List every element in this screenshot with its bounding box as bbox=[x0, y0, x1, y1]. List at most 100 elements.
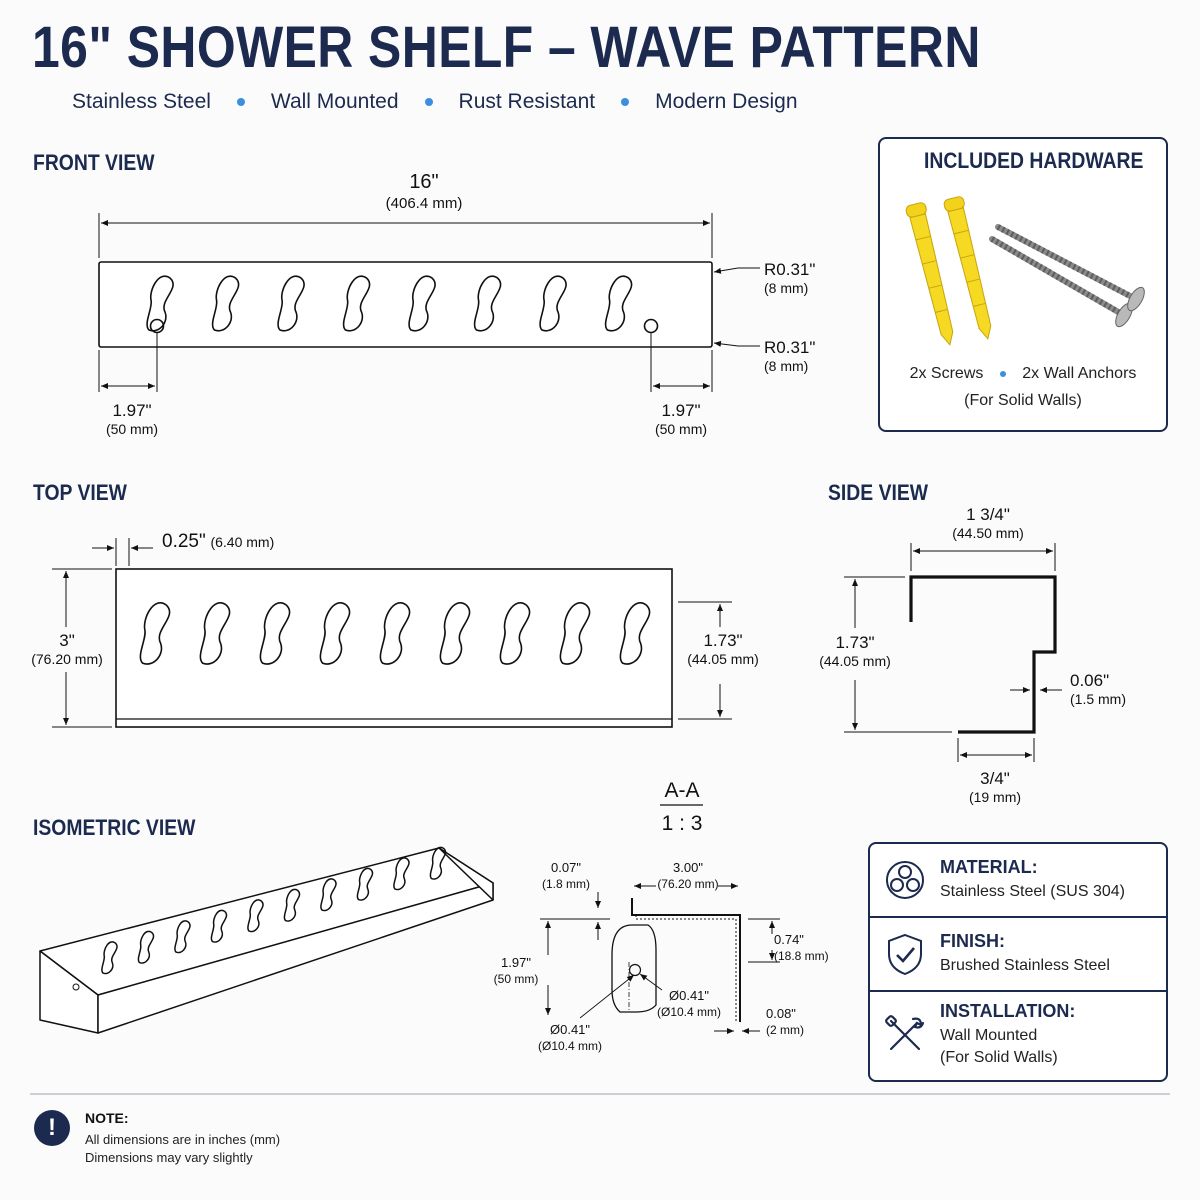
spec-heading: FINISH: bbox=[940, 931, 1005, 952]
section-hole-b-label: Ø0.41"(Ø10.4 mm) bbox=[537, 1022, 602, 1053]
hardware-heading: INCLUDED HARDWARE bbox=[924, 148, 1144, 173]
wave-slot bbox=[259, 602, 291, 665]
wave-slot bbox=[619, 602, 651, 665]
wave-slot bbox=[539, 275, 567, 332]
front-radius-bottom-label: R0.31" (8 mm) bbox=[764, 338, 816, 375]
front-right-offset-label: 1.97" (50 mm) bbox=[654, 401, 708, 438]
front-wave-slots bbox=[146, 275, 633, 332]
top-view-drawing bbox=[52, 538, 732, 728]
specs-panel: MATERIAL: Stainless Steel (SUS 304) FINI… bbox=[868, 842, 1168, 1082]
hardware-contents: 2x Screws 2x Wall Anchors bbox=[880, 365, 1166, 383]
section-hole-a-label: Ø0.41"(Ø10.4 mm) bbox=[656, 988, 721, 1019]
wall-anchor-icon bbox=[943, 196, 992, 340]
spec-row-finish: FINISH: Brushed Stainless Steel bbox=[870, 918, 1166, 992]
feature-item: Rust Resistant bbox=[458, 90, 596, 113]
wave-slot bbox=[211, 275, 240, 332]
hardware-illustration bbox=[905, 196, 1145, 346]
top-wave-slots bbox=[139, 602, 651, 665]
spec-heading: INSTALLATION: bbox=[940, 1001, 1076, 1022]
top-thickness-label: 0.25" (6.40 mm) bbox=[162, 531, 275, 552]
section-depth-label: 3.00"(76.20 mm) bbox=[657, 860, 719, 891]
iso-wave-slots bbox=[101, 846, 447, 975]
section-t1-label: 0.07"(1.8 mm) bbox=[542, 860, 590, 891]
wave-slot bbox=[137, 930, 155, 964]
wave-slot bbox=[247, 899, 264, 933]
note-line: All dimensions are in inches (mm) bbox=[85, 1132, 281, 1147]
note-heading: NOTE: bbox=[85, 1110, 129, 1126]
wave-slot bbox=[356, 867, 374, 901]
section-label: A-A bbox=[664, 779, 700, 802]
wave-slot bbox=[283, 888, 301, 922]
isometric-view-drawing bbox=[39, 846, 494, 1034]
section-t2-label: 0.08"(2 mm) bbox=[766, 1006, 804, 1037]
side-view-heading: SIDE VIEW bbox=[828, 480, 929, 505]
hardware-panel: INCLUDED HARDWARE 2x Screws 2x Wall Anch… bbox=[878, 137, 1168, 432]
section-aa-drawing bbox=[540, 804, 780, 1034]
wave-slot bbox=[174, 920, 191, 954]
wave-slot bbox=[101, 941, 118, 975]
note-line: Dimensions may vary slightly bbox=[85, 1150, 253, 1165]
spec-row-material: MATERIAL: Stainless Steel (SUS 304) bbox=[870, 844, 1166, 918]
page-title: 16" SHOWER SHELF – WAVE PATTERN bbox=[32, 15, 981, 80]
top-depth-label: 3" (76.20 mm) bbox=[31, 631, 103, 668]
screw-icon bbox=[995, 224, 1145, 312]
side-thickness-label: 0.06" (1.5 mm) bbox=[1070, 671, 1126, 708]
wave-slot bbox=[319, 602, 351, 665]
wave-slot bbox=[199, 602, 231, 665]
front-left-offset-label: 1.97" (50 mm) bbox=[105, 401, 159, 438]
bullet-dot bbox=[424, 98, 433, 106]
wave-slot bbox=[320, 878, 337, 912]
tools-icon bbox=[870, 1013, 940, 1057]
bullet-dot bbox=[999, 370, 1006, 377]
wave-slot bbox=[559, 602, 591, 665]
spec-value: Wall Mounted (For Solid Walls) bbox=[940, 1027, 1058, 1066]
wave-slot bbox=[408, 275, 436, 332]
feature-item: Modern Design bbox=[655, 90, 798, 113]
wave-slot bbox=[139, 602, 171, 665]
feature-item: Wall Mounted bbox=[270, 90, 399, 113]
bullet-dot bbox=[236, 98, 245, 106]
front-shelf-outline bbox=[98, 261, 713, 348]
side-bottom-width-label: 3/4" (19 mm) bbox=[968, 769, 1022, 806]
feature-item: Stainless Steel bbox=[72, 90, 211, 113]
screws-label: 2x Screws bbox=[909, 365, 984, 382]
spec-value: Brushed Stainless Steel bbox=[940, 957, 1110, 975]
shield-check-icon bbox=[870, 932, 940, 976]
feature-list: Stainless Steel Wall Mounted Rust Resist… bbox=[72, 90, 798, 114]
isometric-view-heading: ISOMETRIC VIEW bbox=[33, 815, 196, 840]
wave-slot bbox=[342, 275, 371, 332]
front-width-label: 16" (406.4 mm) bbox=[385, 171, 463, 212]
section-scale: 1 : 3 bbox=[661, 812, 703, 835]
info-icon: ! bbox=[34, 1110, 70, 1146]
section-height-label: 1.97"(50 mm) bbox=[493, 955, 539, 986]
anchors-label: 2x Wall Anchors bbox=[1022, 365, 1137, 382]
wave-slot bbox=[604, 275, 633, 332]
top-height-label: 1.73" (44.05 mm) bbox=[687, 631, 759, 668]
side-height-label: 1.73" (44.05 mm) bbox=[819, 633, 891, 670]
wave-slot bbox=[393, 857, 410, 891]
wave-slot bbox=[379, 602, 411, 665]
side-top-width-label: 1 3/4" (44.50 mm) bbox=[952, 505, 1024, 542]
section-lip-label: 0.74"(18.8 mm) bbox=[774, 932, 829, 963]
material-icon bbox=[870, 860, 940, 900]
bullet-dot bbox=[621, 98, 630, 106]
top-shelf-outline bbox=[115, 568, 673, 728]
wave-slot bbox=[277, 275, 305, 332]
wall-anchor-icon bbox=[905, 202, 954, 346]
front-radius-top-label: R0.31" (8 mm) bbox=[764, 260, 816, 297]
screw-icon bbox=[989, 236, 1133, 328]
front-view-drawing bbox=[98, 213, 760, 392]
wave-slot bbox=[146, 275, 174, 332]
wave-slot bbox=[210, 909, 228, 943]
wave-slot bbox=[499, 602, 531, 665]
spec-row-installation: INSTALLATION: Wall Mounted (For Solid Wa… bbox=[870, 992, 1166, 1078]
side-view-drawing bbox=[844, 543, 1062, 762]
front-view-heading: FRONT VIEW bbox=[33, 150, 155, 175]
wave-slot bbox=[439, 602, 471, 665]
wave-slot bbox=[473, 275, 502, 332]
spec-value: Stainless Steel (SUS 304) bbox=[940, 883, 1125, 901]
top-view-heading: TOP VIEW bbox=[33, 480, 127, 505]
spec-heading: MATERIAL: bbox=[940, 857, 1038, 878]
wave-slot bbox=[429, 846, 447, 880]
